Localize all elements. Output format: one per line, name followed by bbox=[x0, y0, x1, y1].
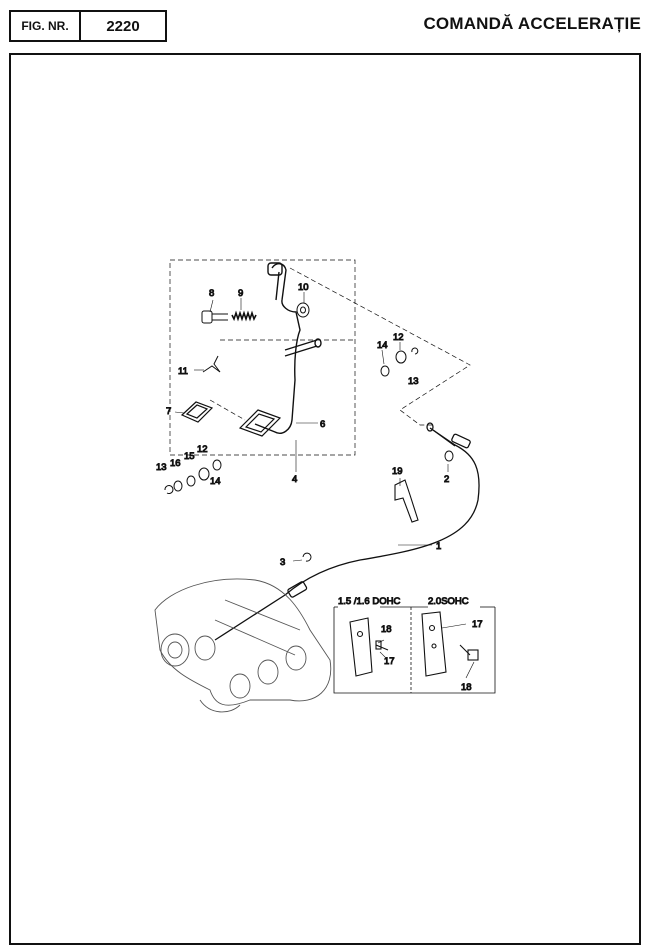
washer-stack-right bbox=[380, 347, 419, 377]
callout-17-dohc: 17 bbox=[384, 656, 395, 667]
callout-13-right: 13 bbox=[408, 376, 419, 387]
callout-16: 16 bbox=[170, 458, 181, 469]
clip-2 bbox=[444, 450, 454, 462]
callout-2: 2 bbox=[444, 474, 449, 485]
callout-13-left: 13 bbox=[156, 462, 167, 473]
clip-3 bbox=[302, 552, 312, 562]
bracket-sohc bbox=[421, 611, 479, 677]
pedal-pad-7 bbox=[180, 401, 214, 423]
callout-1: 1 bbox=[436, 541, 441, 552]
bushing-10 bbox=[296, 302, 310, 318]
bracket-11 bbox=[202, 355, 221, 373]
diagram-frame bbox=[9, 53, 641, 945]
fig-number: 2220 bbox=[106, 17, 140, 35]
callout-12-right: 12 bbox=[393, 332, 404, 343]
callout-10: 10 bbox=[298, 282, 309, 293]
bracket-19 bbox=[394, 479, 419, 523]
fig-label: FIG. NR. bbox=[21, 19, 69, 33]
callout-18-dohc: 18 bbox=[381, 624, 392, 635]
bracket-dohc bbox=[349, 617, 389, 677]
fig-number-box: 2220 bbox=[79, 10, 167, 42]
callout-14-right: 14 bbox=[377, 340, 388, 351]
variant-box-outline bbox=[333, 606, 496, 694]
bolt-8 bbox=[201, 310, 228, 324]
callout-9: 9 bbox=[238, 288, 243, 299]
callout-18-sohc: 18 bbox=[461, 682, 472, 693]
accelerator-pedal-lever bbox=[254, 262, 322, 434]
page-title: COMANDĂ ACCELERAȚIE bbox=[423, 14, 641, 33]
callout-7: 7 bbox=[166, 406, 171, 417]
callout-11: 11 bbox=[178, 366, 188, 377]
intake-manifold bbox=[154, 578, 332, 713]
accelerator-cable-1 bbox=[214, 422, 480, 641]
pedal-assembly-outline bbox=[169, 259, 471, 456]
pedal-plate bbox=[238, 409, 282, 437]
callout-17-sohc: 17 bbox=[472, 619, 483, 630]
callout-6: 6 bbox=[320, 419, 325, 430]
callout-8: 8 bbox=[209, 288, 214, 299]
callout-19: 19 bbox=[392, 466, 403, 477]
washer-stack-left bbox=[164, 459, 222, 494]
variant-label-sohc: 2.0SOHC bbox=[428, 596, 469, 607]
variant-label-dohc: 1.5 /1.6 DOHC bbox=[338, 596, 400, 607]
spring-9 bbox=[231, 310, 257, 322]
leader-lines bbox=[174, 292, 475, 679]
callout-3: 3 bbox=[280, 557, 285, 568]
callout-12-left: 12 bbox=[197, 444, 208, 455]
callout-14-left: 14 bbox=[210, 476, 221, 487]
callout-4: 4 bbox=[292, 474, 297, 485]
callout-15: 15 bbox=[184, 451, 195, 462]
